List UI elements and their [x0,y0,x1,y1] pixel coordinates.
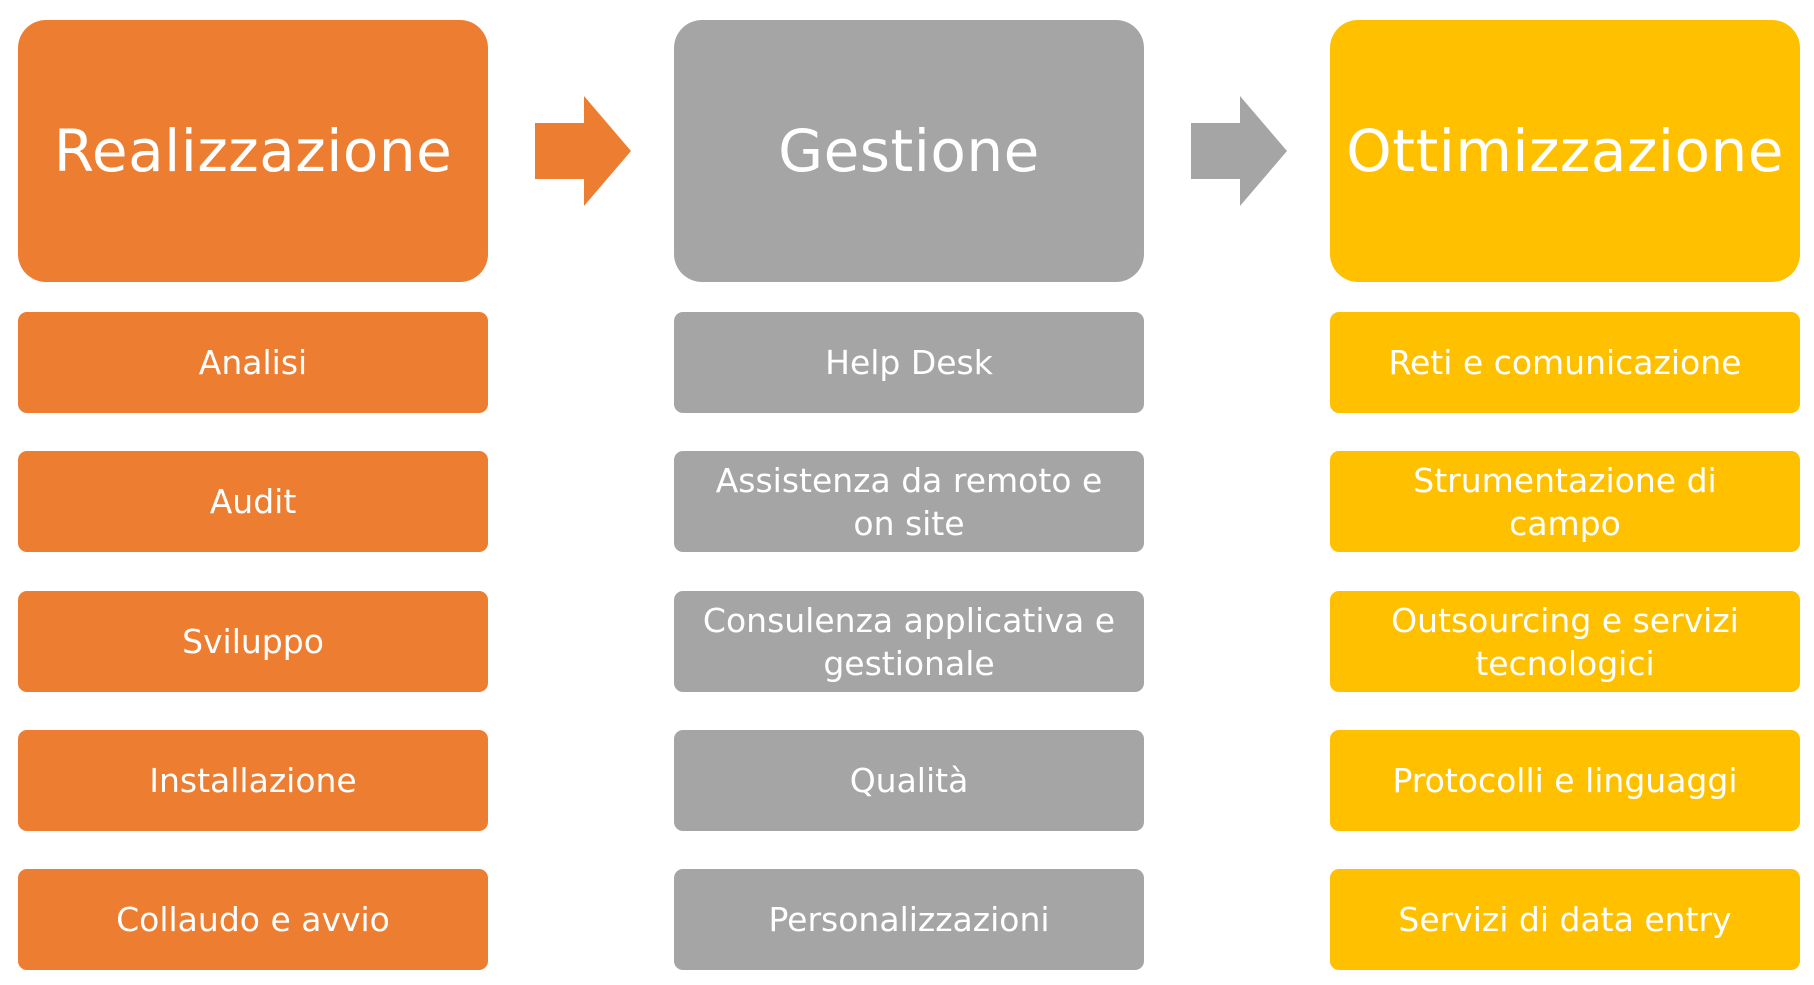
column-header-gestione: Gestione [674,20,1144,282]
column-header-ottimizzazione: Ottimizzazione [1330,20,1800,282]
list-item: Assistenza da remoto e on site [674,451,1144,552]
list-item: Consulenza applicativa e gestionale [674,591,1144,692]
list-item: Collaudo e avvio [18,869,488,970]
list-item: Personalizzazioni [674,869,1144,970]
list-item: Reti e comunicazione [1330,312,1800,413]
list-item: Help Desk [674,312,1144,413]
list-item: Outsourcing e servizi tecnologici [1330,591,1800,692]
list-item: Audit [18,451,488,552]
list-item: Analisi [18,312,488,413]
list-item: Servizi di data entry [1330,869,1800,970]
column-header-realizzazione: Realizzazione [18,20,488,282]
list-item: Sviluppo [18,591,488,692]
list-item: Protocolli e linguaggi [1330,730,1800,831]
list-item: Qualità [674,730,1144,831]
list-item: Strumentazione di campo [1330,451,1800,552]
arrow-right-icon [1191,96,1287,206]
arrow-right-icon [535,96,631,206]
list-item: Installazione [18,730,488,831]
